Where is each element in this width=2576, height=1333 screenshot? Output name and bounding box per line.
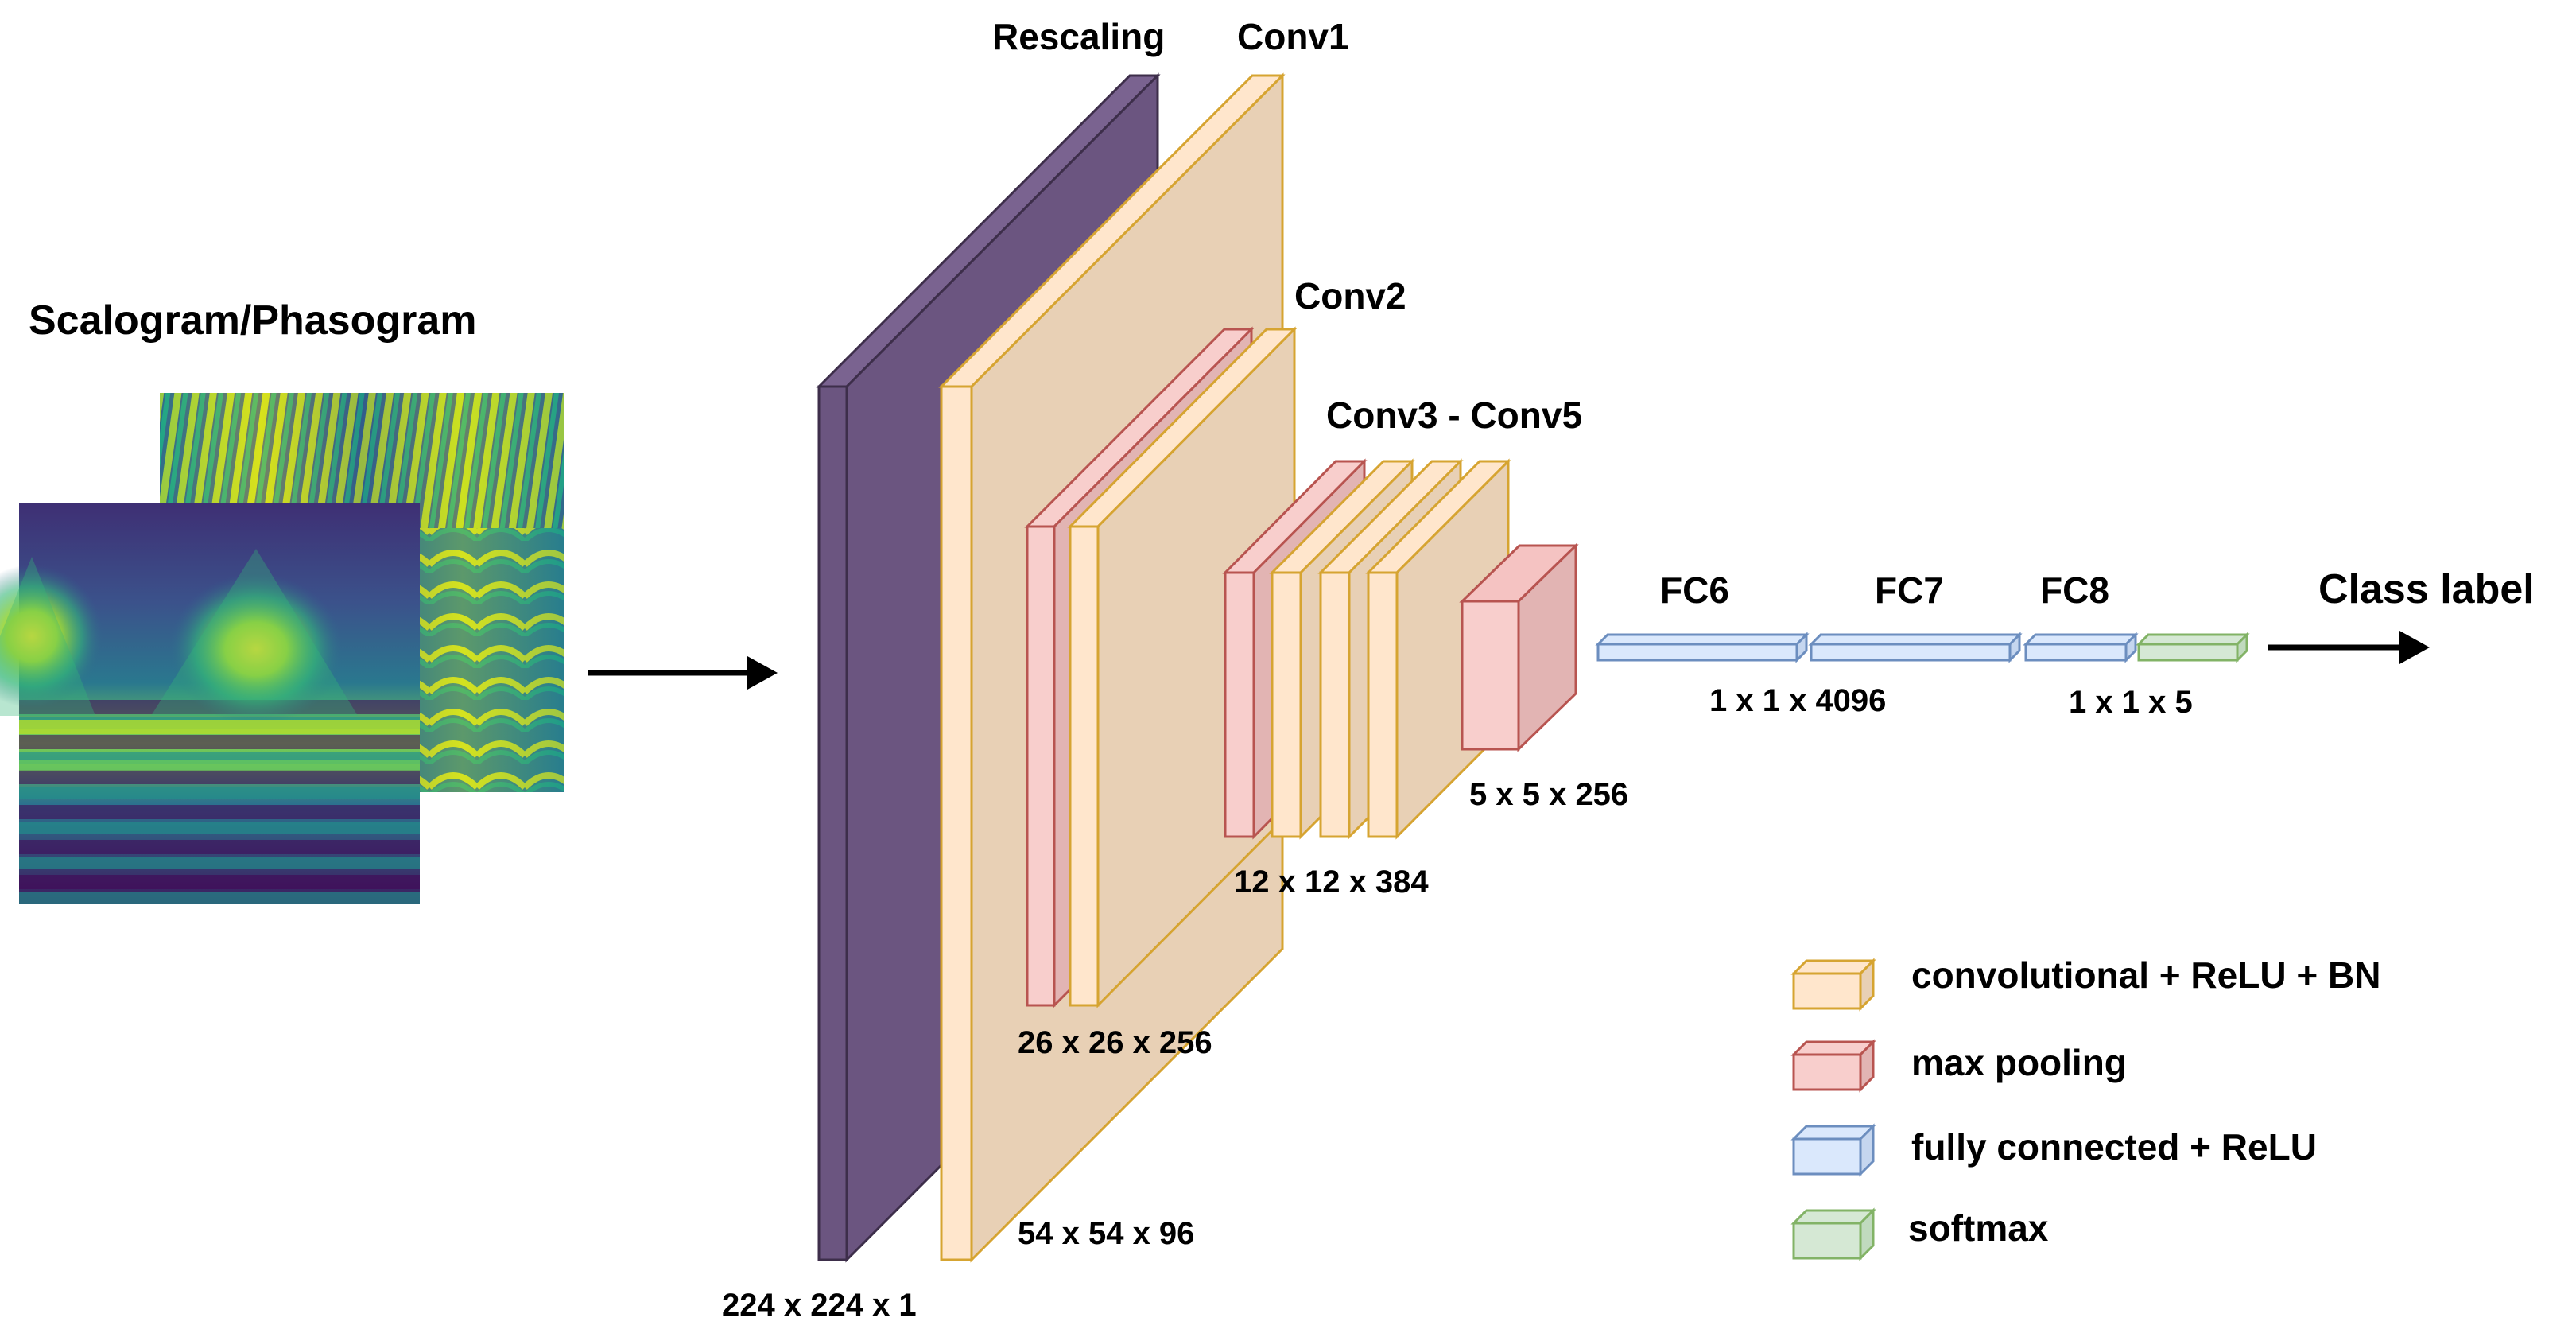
pool5-block [1459,542,1579,752]
dim-conv2: 26 x 26 x 256 [1018,1025,1212,1060]
softmax-block [2136,632,2250,663]
legend-label: max pooling [1911,1042,2127,1083]
pool-block-icon [1790,1039,1876,1093]
rescaling-label: Rescaling [992,16,1165,57]
legend-item-conv: convolutional + ReLU + BN [1790,954,2380,1012]
legend-label: softmax [1908,1207,2049,1249]
fc7-label: FC7 [1875,569,1944,611]
legend-label: fully connected + ReLU [1911,1126,2317,1168]
fc6-block [1595,632,1810,663]
dim-fc: 1 x 1 x 4096 [1709,683,1886,718]
dim-conv1: 54 x 54 x 96 [1018,1216,1194,1251]
fc6-label: FC6 [1660,569,1729,611]
input-title: Scalogram/Phasogram [29,297,477,344]
conv2-label: Conv2 [1294,275,1406,317]
conv-block-icon [1790,958,1876,1012]
conv1-label: Conv1 [1237,16,1349,57]
legend-item-fc: fully connected + ReLU [1790,1123,2317,1177]
fc-block-icon [1790,1123,1876,1177]
softmax-block-icon [1790,1207,1876,1261]
fc7-block [1808,632,2023,663]
output-arrow [2268,631,2430,664]
dim-pool5: 5 x 5 x 256 [1469,777,1628,812]
input-arrow [588,656,778,690]
dim-conv3-5: 12 x 12 x 384 [1234,865,1429,900]
class-label: Class label [2318,566,2535,612]
legend-item-pool: max pooling [1790,1039,2127,1093]
dim-input: 224 x 224 x 1 [722,1288,917,1323]
conv3-5-label: Conv3 - Conv5 [1326,394,1582,436]
legend: convolutional + ReLU + BN max pooling fu… [1790,954,2380,1261]
legend-item-softmax: softmax [1790,1207,2049,1261]
fc8-block [2023,632,2139,663]
scalogram-image [0,503,420,904]
fc8-label: FC8 [2040,569,2109,611]
dim-softmax: 1 x 1 x 5 [2069,685,2193,720]
legend-label: convolutional + ReLU + BN [1911,954,2380,996]
